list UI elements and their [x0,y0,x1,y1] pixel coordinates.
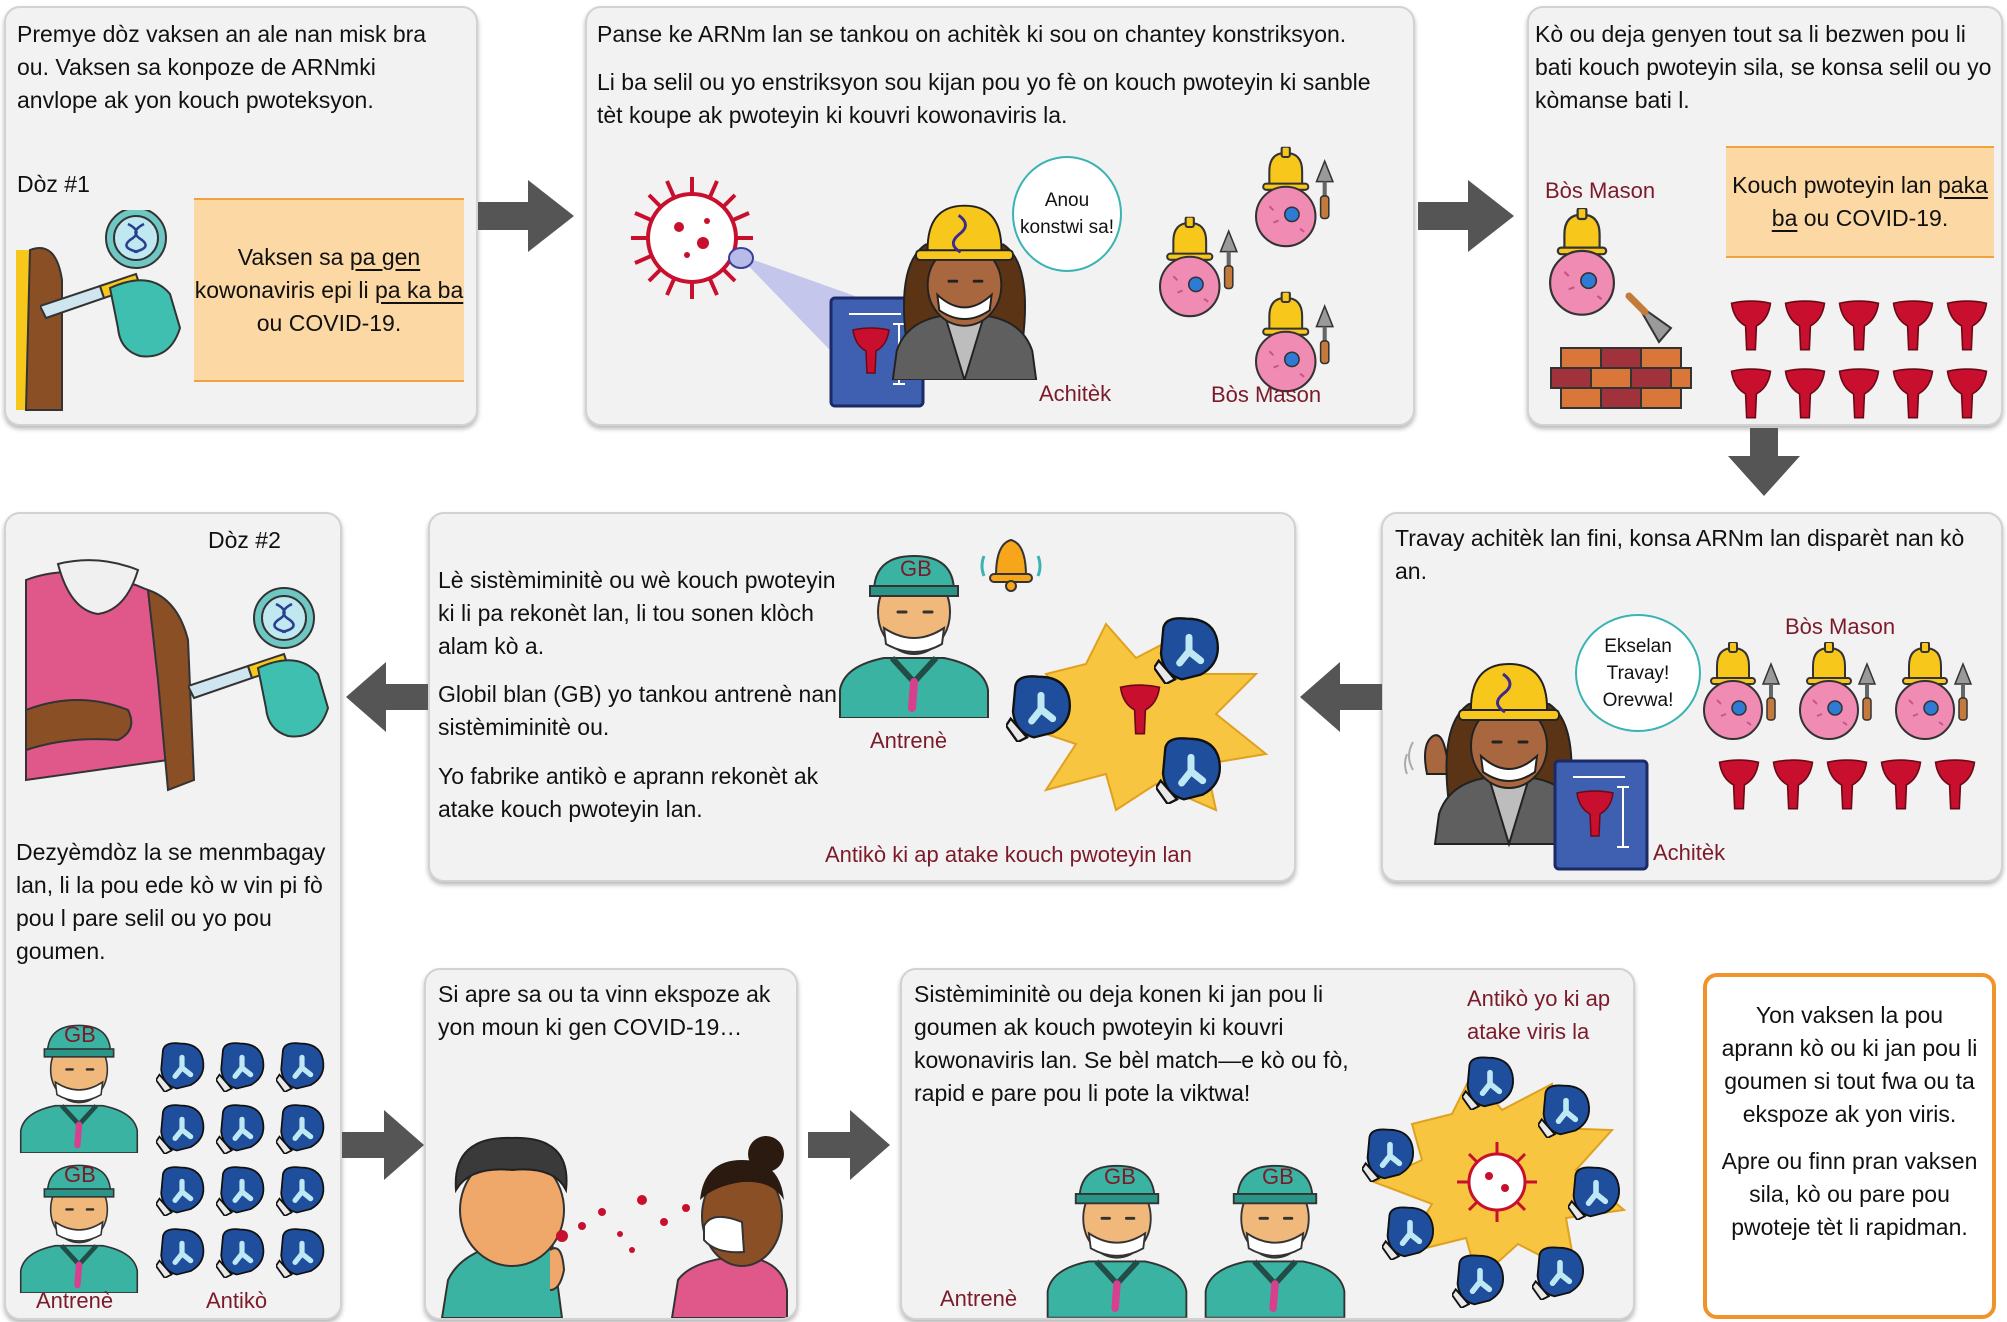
panel-first-dose: Premye dòz vaksen an ale nan misk bra ou… [4,6,478,426]
note-vaccine-no-covid: Vaksen sa pa gen kowonaviris epi li pa k… [194,198,464,382]
panel-8-text: Sistèmiminitè ou deja konen ki jan pou l… [914,981,1349,1106]
panel-immune-victory: Sistèmiminitè ou deja konen ki jan pou l… [900,968,1635,1320]
label-architect: Achitèk [1039,381,1112,406]
dose-2-label: Dòz #2 [208,527,281,553]
antibodies-attack-virus-illustration [1362,1054,1627,1310]
speech-bubble-lets-build: Anou konstwi sa! [1012,156,1122,272]
panel-architect-mrna: Panse ke ARNm lan se tankou on achitèk k… [585,6,1415,426]
label-antibody-attack: Antikò ki ap atake kouch pwoteyin lan [825,842,1192,867]
panel-5-text-1: Lè sistèmiminitè ou wè kouch pwoteyin ki… [438,567,836,659]
gb-cap-label: GB [1262,1164,1294,1189]
protein-spike-grid [1730,300,1988,419]
arm-injection-illustration [16,210,182,411]
speech-bubble-goodbye: Ekselan Travay! Orevwa! [1575,614,1701,732]
panel-second-dose: Dòz #2 Dezyèmdòz la se menmbagay lan, li… [4,512,342,1320]
gb-cap-label: GB [1104,1164,1136,1189]
panel-5-text-2: Globil blan (GB) yo tankou antrenè nan s… [438,681,837,740]
panel-7-text: Si apre sa ou ta vinn ekspoze ak yon mou… [438,981,771,1040]
panel-5-text-3: Yo fabrike antikò e aprann rekonèt ak at… [438,763,819,822]
label-mason: Bòs Mason [1545,178,1656,203]
panel-2-text-1: Panse ke ARNm lan se tankou on achitèk k… [597,21,1347,47]
arrow-right-icon [808,1110,890,1180]
panel-4-text: Travay achitèk lan fini, konsa ARNm lan … [1395,525,1965,584]
summary-text-1: Yon vaksen la pou aprann kò ou ki jan po… [1721,1002,1978,1127]
arm-injection-illustration [25,559,330,792]
waving-architect-illustration [1404,662,1585,846]
panel-1-text: Premye dòz vaksen an ale nan misk bra ou… [17,21,427,113]
arrow-right-icon [478,180,574,252]
label-antibody-virus: Antikò yo ki ap atake viris la [1467,986,1611,1044]
panel-cells-build: Kò ou deja genyen tout sa li bezwen pou … [1527,6,2003,426]
arrow-left-icon [346,662,428,732]
label-coach: Antrenè [870,728,948,753]
antibody-attack-illustration [1006,614,1269,812]
coronavirus-icon [631,177,753,299]
label-mason: Bòs Mason [1211,382,1322,407]
summary-box: Yon vaksen la pou aprann kò ou ki jan po… [1703,973,1996,1319]
alarm-bell-icon [980,538,1042,592]
label-coach: Antrenè [36,1288,114,1313]
label-coach: Antrenè [940,1286,1018,1311]
gb-cap-label: GB [64,1022,96,1047]
panel-exposure: Si apre sa ou ta vinn ekspoze ak yon mou… [424,968,798,1320]
arrow-right-icon [1418,180,1514,252]
label-antibody: Antikò [206,1288,268,1313]
panel-6-text: Dezyèmdòz la se menmbagay lan, li la pou… [16,839,326,964]
bricks-trowel-icon [1550,292,1692,409]
dose-1-label: Dòz #1 [17,171,90,197]
gb-cap-label: GB [900,556,932,581]
arrow-right-icon [342,1110,424,1180]
panel-architect-done: Travay achitèk lan fini, konsa ARNm lan … [1381,512,2003,882]
panel-2-text-2: Li ba selil ou yo enstriksyon sou kijan … [597,69,1371,128]
gb-cap-label: GB [64,1162,96,1187]
protein-spike-row [1718,759,1976,810]
arrow-left-icon [1300,662,1382,732]
note-protein-no-covid: Kouch pwoteyin lan paka ba ou COVID-19. [1726,146,1994,258]
antibody-glove-grid [156,1040,336,1290]
label-architect: Achitèk [1653,840,1726,865]
mason-cell-icon [1159,216,1238,318]
mason-cell-icon [1255,146,1334,248]
panel-immune-alarm: Lè sistèmiminitè ou wè kouch pwoteyin ki… [428,512,1296,882]
arrow-down-icon [1728,428,1800,496]
summary-text-2: Apre ou finn pran vaksen sila, kò ou par… [1721,1148,1978,1240]
blueprint-icon [1553,759,1649,871]
panel-3-text: Kò ou deja genyen tout sa li bezwen pou … [1535,21,1992,113]
zoom-beam [728,247,855,376]
mason-cell-row [1703,642,1972,740]
exposure-illustration [440,1136,788,1318]
label-mason: Bòs Mason [1785,614,1896,639]
